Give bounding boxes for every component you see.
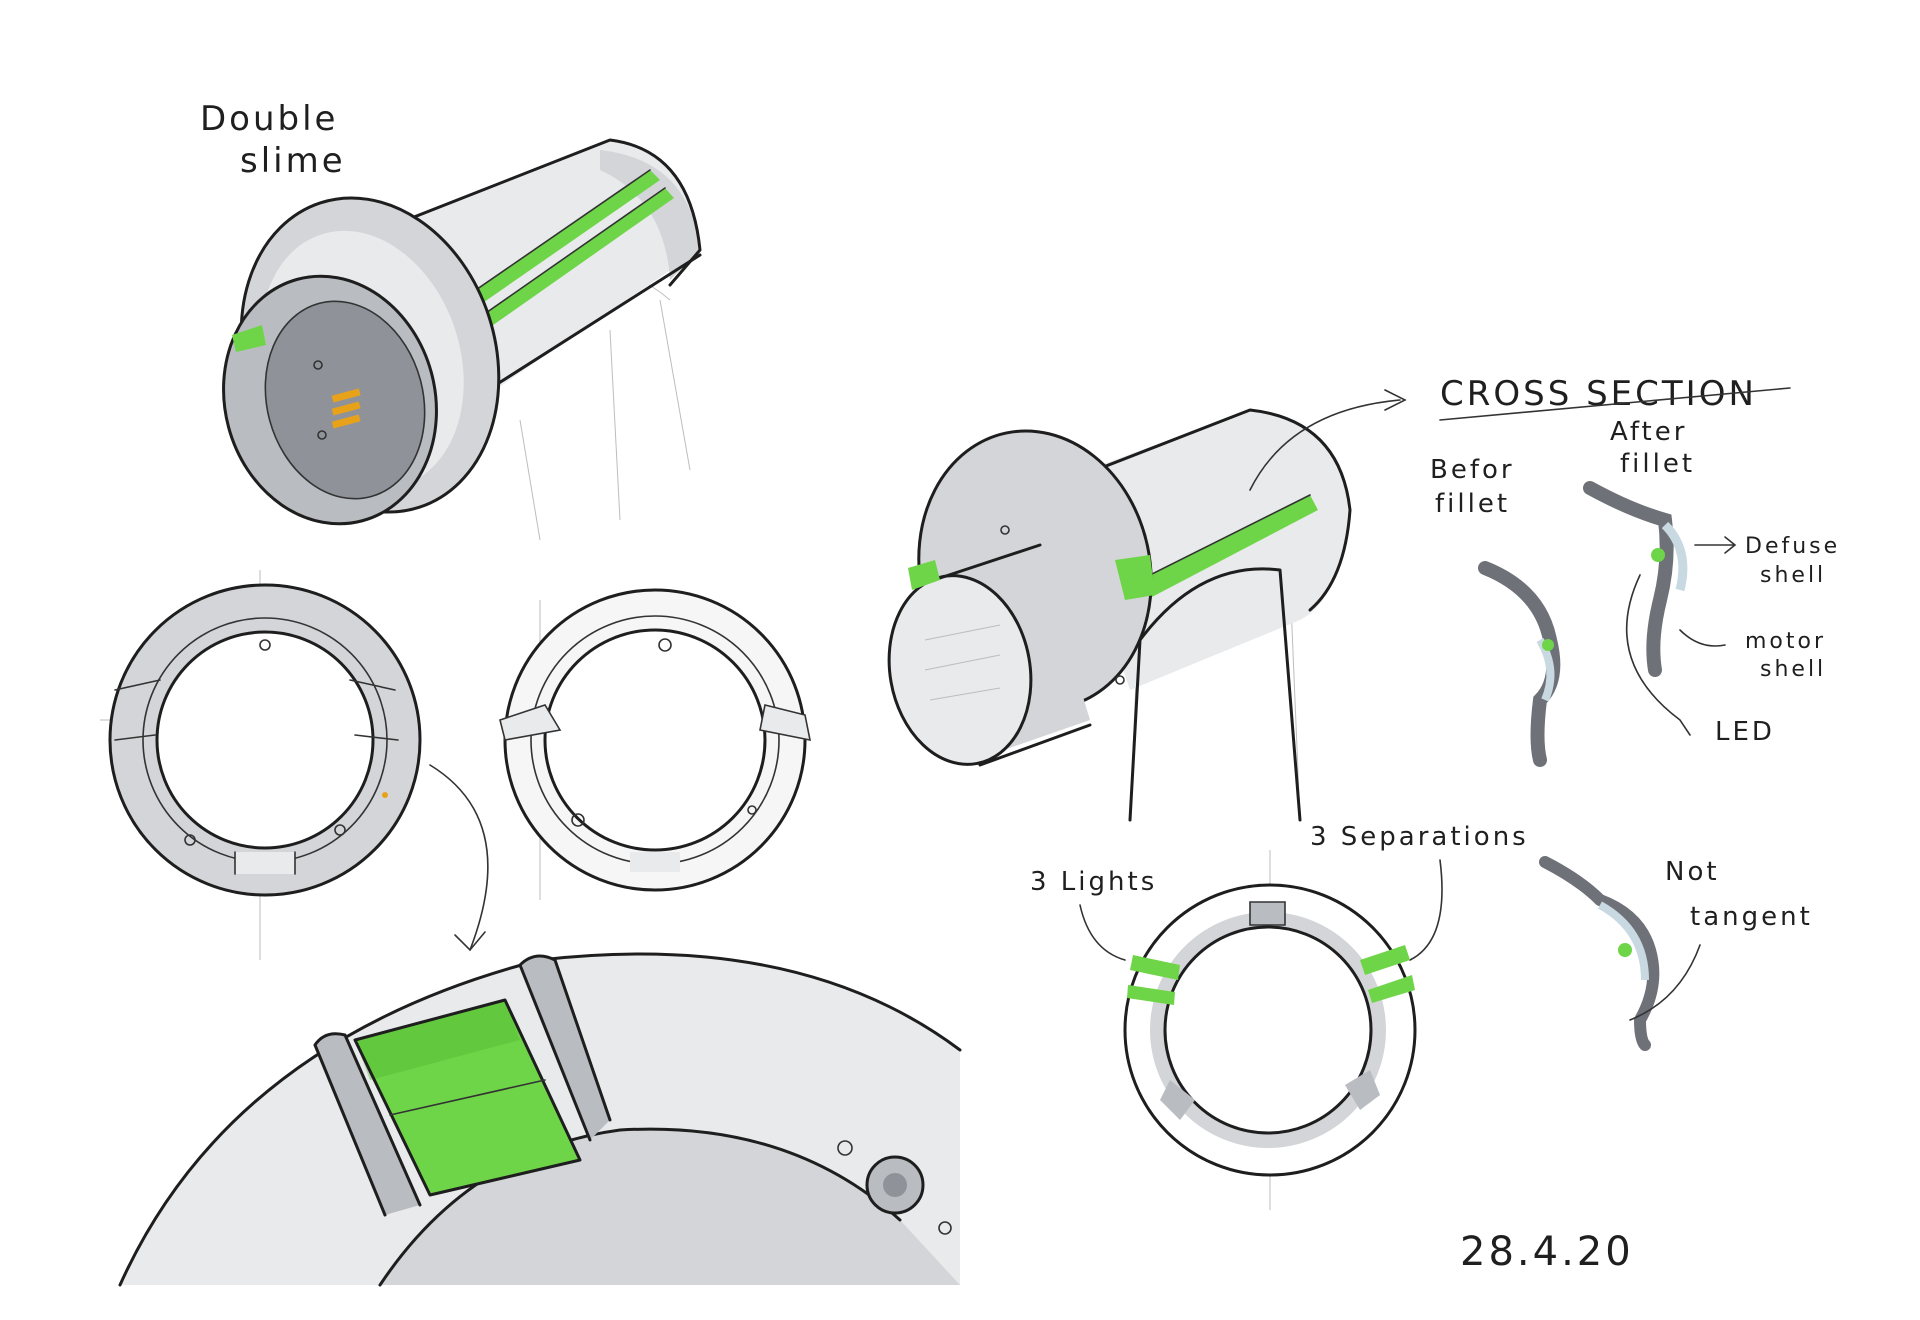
motor-shell-label: motor [1745,629,1826,654]
led-label: LED [1715,717,1775,747]
three-separations-label: 3 Separations [1310,822,1529,852]
double-slime-sketch [222,138,702,541]
defuse-shell-label-2: shell [1760,563,1826,588]
single-light-sketch [887,408,1352,822]
cross-section-arrow [1249,399,1401,491]
cross-section-underline [1439,387,1791,421]
ring-three-lights [1123,850,1417,1210]
after-fillet-label: After [1610,417,1687,447]
ring-front-view-right [499,588,812,900]
defuse-shell-label: Defuse [1745,534,1840,559]
motor-shell-label-2: shell [1760,657,1826,682]
profile-before-fillet [1478,561,1561,767]
befor-fillet-label-2: fillet [1435,489,1510,519]
not-tangent-label-2: tangent [1690,902,1813,932]
after-fillet-label-2: fillet [1620,449,1695,479]
three-lights-label: 3 Lights [1030,867,1157,897]
ring-closeup-detail [118,952,962,1287]
profile-not-tangent [1539,856,1660,1051]
cross-section-title: CROSS SECTION [1440,374,1757,414]
befor-fillet-label: Befor [1430,455,1515,485]
date-label: 28.4.20 [1460,1229,1634,1275]
double-slime-label: Double [200,99,338,139]
not-tangent-label: Not [1665,857,1720,887]
ring-front-view-left [100,570,422,960]
profile-after-fillet [1583,481,1688,677]
callout-arrow [429,764,489,951]
double-slime-label-2: slime [240,141,346,181]
